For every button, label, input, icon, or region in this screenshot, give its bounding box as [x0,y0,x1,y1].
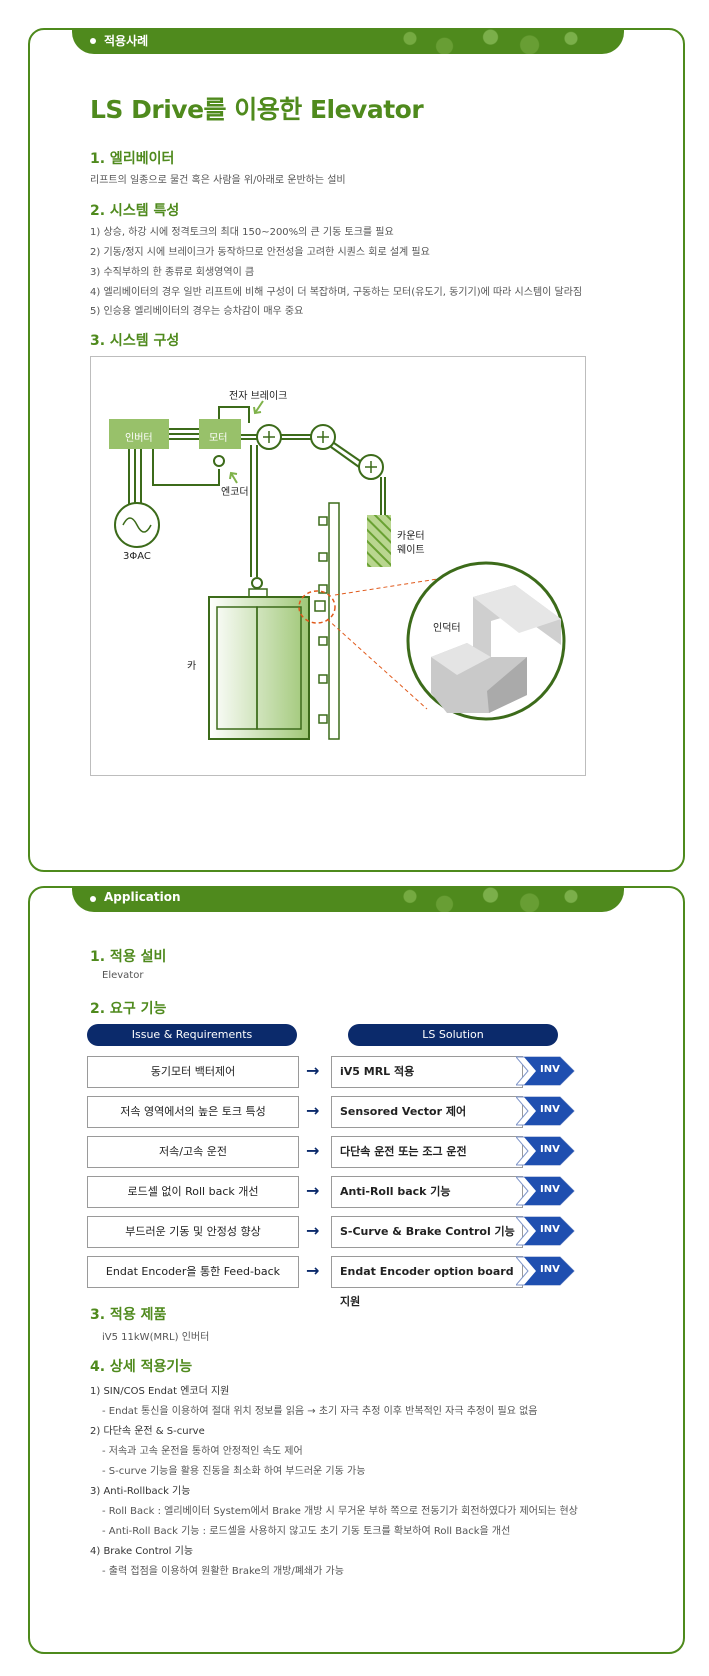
case-study-panel: 적용사례 LS Drive를 이용한 Elevator 1. 엘리베이터 리프트… [28,28,685,872]
inv-tag-label: INV [540,1184,560,1195]
page-title: LS Drive를 이용한 Elevator [90,95,424,124]
heading-equipment: 1. 적용 설비 [90,949,167,965]
feature-item: 2) 기동/정지 시에 브레이크가 동작하므로 안전성을 고려한 시퀀스 회로 … [90,247,430,258]
bullet-dot-icon [90,38,96,44]
counterweight [367,515,391,567]
detail-subitem: - 출력 접점을 이용하여 원활한 Brake의 개방/폐쇄가 가능 [102,1566,344,1577]
requirement-issue: 로드셀 없이 Roll back 개선 [87,1176,299,1208]
inv-tag: INV [514,1175,576,1207]
section-tab: Application [72,886,624,912]
section-tab-label: 적용사례 [104,34,149,48]
detail-subitem: - Endat 통신을 이용하여 절대 위치 정보를 읽음 → 초기 자극 추정… [102,1406,538,1417]
car-label: 카 [187,661,197,672]
inv-tag-label: INV [540,1264,560,1275]
issue-header: Issue & Requirements [87,1024,297,1046]
elevator-desc: 리프트의 일종으로 물건 혹은 사람을 위/아래로 운반하는 설비 [90,175,346,186]
decoration-icon [364,886,594,912]
section-tab-label: Application [104,890,181,904]
arrow-right-icon: → [306,1061,320,1080]
inv-tag: INV [514,1215,576,1247]
decoration-icon [364,28,594,54]
equipment-value: Elevator [102,970,144,981]
arrow-right-icon: → [306,1141,320,1160]
elevator-car [208,596,310,740]
brake-label: 전자 브레이크 [229,391,288,402]
requirement-solution: 다단속 운전 또는 조그 운전 [331,1136,523,1168]
inv-tag: INV [514,1135,576,1167]
inverter-box [109,419,169,449]
heading-elevator: 1. 엘리베이터 [90,151,175,167]
application-panel: Application 1. 적용 설비 Elevator 2. 요구 기능 I… [28,886,685,1654]
inv-tag: INV [514,1055,576,1087]
requirement-solution: Anti-Roll back 기능 [331,1176,523,1208]
inv-tag-label: INV [540,1064,560,1075]
detail-subitem: - Anti-Roll Back 기능 : 로드셀을 사용하지 않고도 초기 기… [102,1526,511,1537]
inv-tag: INV [514,1255,576,1287]
product-value: iV5 11kW(MRL) 인버터 [102,1332,210,1343]
inv-tag: INV [514,1095,576,1127]
inverter-label: 인버터 [125,433,153,444]
inv-tag-label: INV [540,1104,560,1115]
heading-system-features: 2. 시스템 특성 [90,203,180,219]
detail-item: 1) SIN/COS Endat 엔코더 지원 [90,1386,230,1397]
heading-system-config: 3. 시스템 구성 [90,333,180,349]
arrow-right-icon: → [306,1221,320,1240]
counterweight-label-1: 카운터 [397,531,425,542]
section-tab: 적용사례 [72,28,624,54]
arrow-right-icon: → [306,1181,320,1200]
requirement-solution: Sensored Vector 제어 [331,1096,523,1128]
inv-tag-label: INV [540,1144,560,1155]
heading-requirements: 2. 요구 기능 [90,1001,167,1017]
ac-label: 3ΦAC [123,551,151,562]
motor-box [199,419,241,449]
requirement-solution: iV5 MRL 적용 [331,1056,523,1088]
detail-item: 2) 다단속 운전 & S-curve [90,1426,205,1437]
inv-tag-label: INV [540,1224,560,1235]
system-diagram: 전자 브레이크 인버터 모터 엔코더 3ΦAC 카운터 웨이트 카 인덕터 [90,356,586,776]
requirement-issue: 저속 영역에서의 높은 토크 특성 [87,1096,299,1128]
bullet-dot-icon [90,896,96,902]
feature-item: 5) 인승용 엘리베이터의 경우는 승차감이 매우 중요 [90,306,304,317]
encoder-label: 엔코더 [221,487,249,498]
feature-item: 3) 수직부하의 한 종류로 회생영역이 큼 [90,267,255,278]
detail-item: 4) Brake Control 기능 [90,1546,194,1557]
solution-header: LS Solution [348,1024,558,1046]
requirement-issue: 동기모터 백터제어 [87,1056,299,1088]
heading-detail-functions: 4. 상세 적용기능 [90,1359,193,1375]
motor-label: 모터 [209,433,228,444]
heading-product: 3. 적용 제품 [90,1307,167,1323]
arrow-right-icon: → [306,1101,320,1120]
detail-subitem: - 저속과 고속 운전을 통하여 안정적인 속도 제어 [102,1446,303,1457]
requirement-issue: Endat Encoder을 통한 Feed-back [87,1256,299,1288]
feature-item: 4) 엘리베이터의 경우 일반 리프트에 비해 구성이 더 복잡하며, 구동하는… [90,287,583,298]
requirement-solution: Endat Encoder option board 지원 [331,1256,523,1308]
requirement-issue: 부드러운 기동 및 안정성 향상 [87,1216,299,1248]
inductor-label: 인덕터 [433,623,461,634]
counterweight-label-2: 웨이트 [397,545,425,556]
requirement-issue: 저속/고속 운전 [87,1136,299,1168]
detail-item: 3) Anti-Rollback 기능 [90,1486,191,1497]
detail-subitem: - S-curve 기능을 활용 진동을 최소화 하여 부드러운 기동 가능 [102,1466,366,1477]
feature-item: 1) 상승, 하강 시에 정격토크의 최대 150~200%의 큰 기동 토크를… [90,227,394,238]
detail-subitem: - Roll Back : 엘리베이터 System에서 Brake 개방 시 … [102,1506,578,1517]
requirement-solution: S-Curve & Brake Control 기능 [331,1216,523,1248]
arrow-right-icon: → [306,1261,320,1280]
